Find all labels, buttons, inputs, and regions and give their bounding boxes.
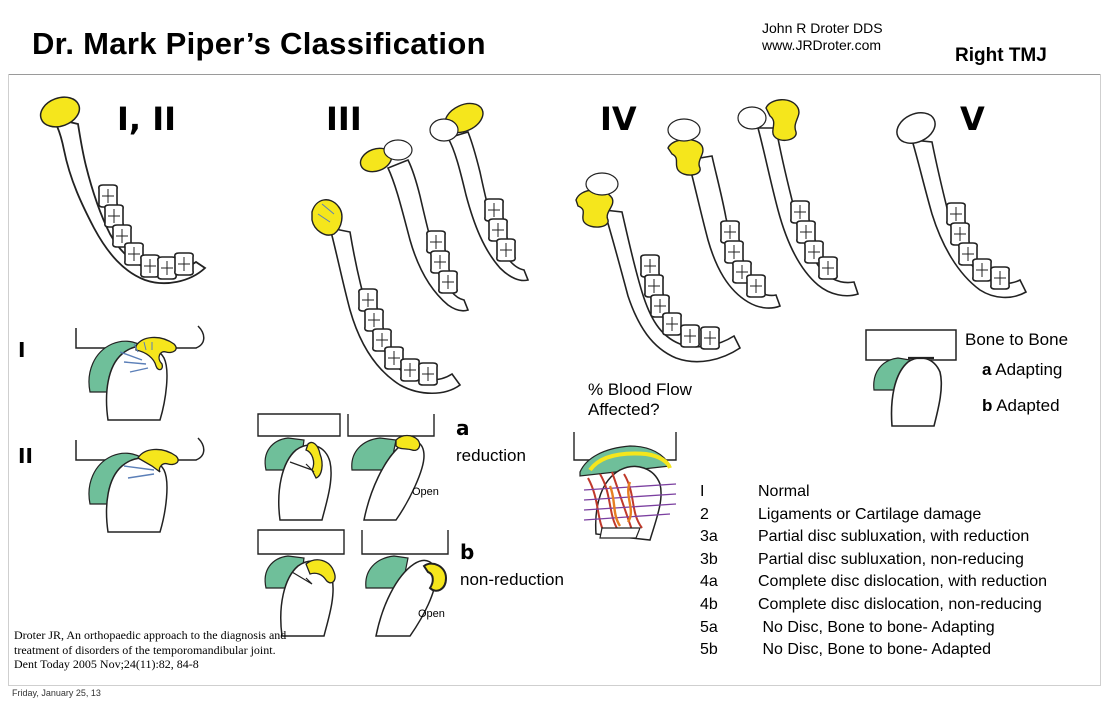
joint-detail-3b-open bbox=[362, 530, 448, 636]
legend-code: 3b bbox=[700, 549, 758, 572]
grade-label-3: III bbox=[326, 100, 362, 138]
grade-label-4: IV bbox=[600, 100, 637, 138]
legend-code: 3a bbox=[700, 526, 758, 549]
stage5-a-letter: a bbox=[982, 360, 991, 379]
slide-date-footer: Friday, January 25, 13 bbox=[12, 688, 101, 698]
legend-text: Complete disc dislocation, with reductio… bbox=[758, 573, 1047, 590]
joint-label-2: II bbox=[18, 444, 33, 468]
joint-detail-stage-2 bbox=[76, 438, 204, 532]
grade-label-1-2: I, II bbox=[117, 100, 176, 138]
legend-text: Partial disc subluxation, non-reducing bbox=[758, 551, 1024, 568]
joint-label-1: I bbox=[18, 338, 25, 362]
legend-row: 5b No Disc, Bone to bone- Adapted bbox=[700, 639, 1047, 662]
blood-flow-joint-illustration bbox=[574, 432, 676, 540]
blood-flow-line-1: % Blood Flow bbox=[588, 380, 692, 400]
legend-code: 4b bbox=[700, 594, 758, 617]
citation-line-3: Dent Today 2005 Nov;24(11):82, 84-8 bbox=[14, 657, 286, 672]
legend-text: No Disc, Bone to bone- Adapted bbox=[758, 641, 991, 658]
legend-code: 5b bbox=[700, 639, 758, 662]
stage3-a-text: reduction bbox=[456, 446, 526, 466]
stage5-a: a Adapting bbox=[982, 360, 1062, 380]
stage5-bone-to-bone: Bone to Bone bbox=[965, 330, 1068, 350]
grade-label-5: V bbox=[960, 100, 985, 138]
legend-code: 4a bbox=[700, 571, 758, 594]
stage5-b-text: Adapted bbox=[996, 396, 1059, 415]
stage3-b-text: non-reduction bbox=[460, 570, 564, 590]
legend-text: Complete disc dislocation, non-reducing bbox=[758, 596, 1042, 613]
legend-text: Ligaments or Cartilage damage bbox=[758, 506, 981, 523]
mandible-stage-4-back bbox=[738, 100, 858, 296]
mandible-stage-5 bbox=[892, 107, 1026, 298]
stage3-a-letter: a bbox=[456, 416, 470, 440]
legend-code: 2 bbox=[700, 504, 758, 527]
citation: Droter JR, An orthopaedic approach to th… bbox=[14, 628, 286, 672]
stage5-b-letter: b bbox=[982, 396, 992, 415]
legend-text: Partial disc subluxation, with reduction bbox=[758, 528, 1029, 545]
blood-flow-question: % Blood Flow Affected? bbox=[588, 380, 692, 420]
legend-row: 5a No Disc, Bone to bone- Adapting bbox=[700, 617, 1047, 640]
legend-text: No Disc, Bone to bone- Adapting bbox=[758, 619, 995, 636]
joint-detail-3b-closed bbox=[258, 530, 344, 636]
legend-code: 5a bbox=[700, 617, 758, 640]
joint-detail-3a-closed bbox=[258, 414, 340, 520]
legend-text: Normal bbox=[758, 483, 810, 500]
citation-line-1: Droter JR, An orthopaedic approach to th… bbox=[14, 628, 286, 643]
open-label-3b: Open bbox=[418, 608, 445, 620]
joint-detail-stage-5 bbox=[866, 330, 956, 426]
citation-line-2: treatment of disorders of the temporoman… bbox=[14, 643, 286, 658]
stage5-a-text: Adapting bbox=[995, 360, 1062, 379]
joint-detail-3a-open bbox=[348, 414, 434, 520]
stage5-b: b Adapted bbox=[982, 396, 1060, 416]
mandible-stage-3-middle bbox=[357, 140, 468, 311]
joint-detail-stage-1 bbox=[76, 326, 204, 420]
blood-flow-line-2: Affected? bbox=[588, 400, 692, 420]
mandible-stage-3-front bbox=[312, 200, 460, 394]
legend-code: I bbox=[700, 481, 758, 504]
stage3-b-letter: b bbox=[460, 540, 474, 564]
open-label-3a: Open bbox=[412, 486, 439, 498]
